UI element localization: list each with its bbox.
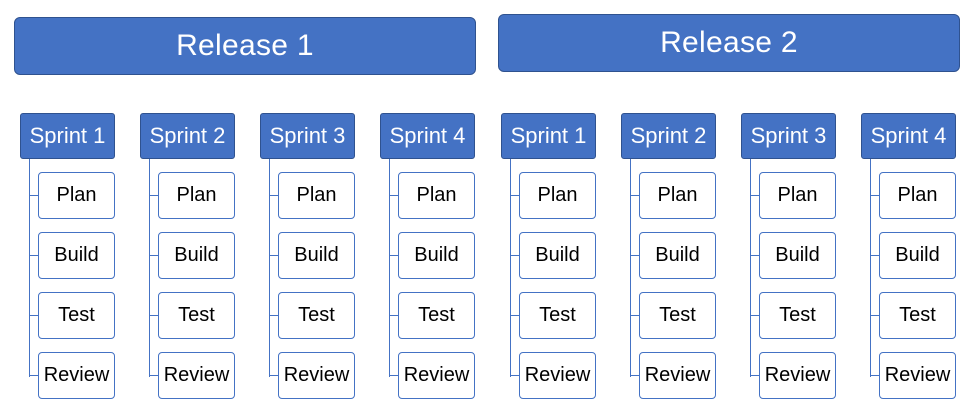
connector-horizontal [510, 255, 519, 256]
task-review: Review [879, 352, 956, 399]
sprint-header: Sprint 4 [861, 113, 956, 159]
task-plan: Plan [639, 172, 716, 219]
task-review: Review [519, 352, 596, 399]
connector-horizontal [149, 315, 158, 316]
connector-horizontal [870, 375, 879, 376]
task-build: Build [879, 232, 956, 279]
connector-horizontal [510, 375, 519, 376]
connector-horizontal [870, 195, 879, 196]
sprint-header: Sprint 2 [621, 113, 716, 159]
connector-horizontal [630, 255, 639, 256]
connector-vertical [870, 159, 871, 377]
sprint-header: Sprint 3 [741, 113, 836, 159]
connector-horizontal [870, 315, 879, 316]
connector-horizontal [630, 195, 639, 196]
connector-horizontal [630, 315, 639, 316]
task-test: Test [879, 292, 956, 339]
connector-horizontal [149, 375, 158, 376]
connector-horizontal [389, 375, 398, 376]
connector-horizontal [750, 195, 759, 196]
connector-horizontal [389, 195, 398, 196]
connector-vertical [750, 159, 751, 377]
connector-vertical [389, 159, 390, 377]
task-review: Review [639, 352, 716, 399]
connector-horizontal [750, 255, 759, 256]
task-build: Build [519, 232, 596, 279]
task-test: Test [639, 292, 716, 339]
connector-vertical [269, 159, 270, 377]
connector-vertical [149, 159, 150, 377]
task-test: Test [158, 292, 235, 339]
connector-horizontal [269, 375, 278, 376]
task-review: Review [278, 352, 355, 399]
sprint-header: Sprint 1 [20, 113, 115, 159]
task-plan: Plan [398, 172, 475, 219]
task-review: Review [398, 352, 475, 399]
connector-horizontal [750, 315, 759, 316]
connector-horizontal [510, 195, 519, 196]
connector-horizontal [269, 195, 278, 196]
release-1-header: Release 1 [14, 17, 476, 75]
connector-horizontal [870, 255, 879, 256]
connector-horizontal [29, 195, 38, 196]
task-build: Build [398, 232, 475, 279]
task-test: Test [519, 292, 596, 339]
task-build: Build [759, 232, 836, 279]
task-test: Test [759, 292, 836, 339]
release-2-header: Release 2 [498, 14, 960, 72]
connector-vertical [29, 159, 30, 377]
sprint-header: Sprint 4 [380, 113, 475, 159]
task-plan: Plan [38, 172, 115, 219]
task-review: Review [38, 352, 115, 399]
task-plan: Plan [519, 172, 596, 219]
task-plan: Plan [879, 172, 956, 219]
connector-horizontal [149, 255, 158, 256]
connector-horizontal [269, 315, 278, 316]
task-build: Build [38, 232, 115, 279]
task-review: Review [158, 352, 235, 399]
connector-vertical [630, 159, 631, 377]
sprint-header: Sprint 1 [501, 113, 596, 159]
task-build: Build [639, 232, 716, 279]
task-plan: Plan [158, 172, 235, 219]
task-test: Test [38, 292, 115, 339]
task-plan: Plan [759, 172, 836, 219]
connector-horizontal [29, 255, 38, 256]
connector-horizontal [389, 315, 398, 316]
connector-horizontal [630, 375, 639, 376]
task-build: Build [158, 232, 235, 279]
connector-horizontal [29, 375, 38, 376]
connector-vertical [510, 159, 511, 377]
connector-horizontal [389, 255, 398, 256]
task-build: Build [278, 232, 355, 279]
task-test: Test [278, 292, 355, 339]
sprint-header: Sprint 2 [140, 113, 235, 159]
connector-horizontal [29, 315, 38, 316]
task-plan: Plan [278, 172, 355, 219]
task-review: Review [759, 352, 836, 399]
task-test: Test [398, 292, 475, 339]
sprint-header: Sprint 3 [260, 113, 355, 159]
connector-horizontal [510, 315, 519, 316]
connector-horizontal [750, 375, 759, 376]
connector-horizontal [149, 195, 158, 196]
connector-horizontal [269, 255, 278, 256]
